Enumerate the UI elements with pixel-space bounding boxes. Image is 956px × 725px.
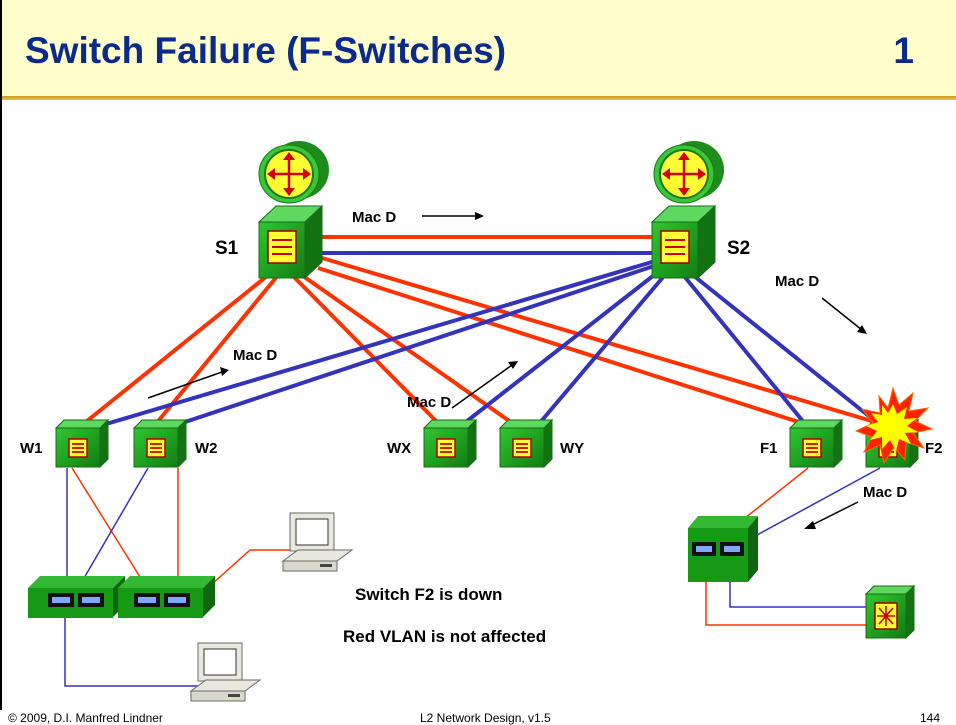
arrow-center: [451, 364, 513, 409]
footer-copyright: © 2009, D.I. Manfred Lindner: [8, 711, 163, 725]
note-switch-down: Switch F2 is down: [355, 585, 502, 604]
slide-page-number: 1: [893, 30, 914, 71]
hub-1-icon: [28, 576, 125, 618]
blue-link-f2-hub3: [756, 467, 881, 536]
network-diagram: S1 S2 W1 W2 WX WY F1 F2 Mac D Mac D Mac …: [20, 141, 943, 702]
slide-footer: © 2009, D.I. Manfred Lindner L2 Network …: [0, 706, 956, 725]
direction-arrows: [147, 212, 867, 529]
arrow-top-head: [475, 212, 484, 220]
arrow-center-head: [508, 361, 518, 369]
blue-link-w2-hub1: [79, 467, 149, 586]
footer-page-number: 144: [920, 711, 941, 725]
arrow-right-head: [857, 325, 867, 334]
footer-course: L2 Network Design, v1.5: [420, 711, 551, 725]
blue-link-s2-wy: [536, 274, 666, 427]
label-f2: F2: [925, 440, 943, 457]
mac-d-center: Mac D: [407, 394, 451, 411]
label-wx: WX: [387, 440, 411, 457]
label-s1: S1: [215, 238, 239, 259]
failure-burst-core: [866, 404, 918, 451]
label-w2: W2: [195, 440, 218, 457]
pc-1-icon: [281, 512, 354, 572]
mac-d-top: Mac D: [352, 209, 396, 226]
slide-header: Switch Failure (F-Switches) 1: [0, 0, 956, 96]
blue-link-s2-w2: [169, 264, 655, 429]
router-s1-icon: [258, 141, 329, 204]
access-switch-w2-icon: [132, 418, 188, 469]
arrow-bottom-right: [809, 501, 859, 527]
label-wy: WY: [560, 440, 584, 457]
mac-d-bottom-right: Mac D: [863, 484, 907, 501]
arrow-bottom-right-head: [804, 521, 816, 529]
blue-link-s2-f2: [692, 274, 882, 427]
red-link-s1-f2: [321, 256, 886, 427]
hub-2-icon: [118, 576, 215, 618]
red-link-s1-w2: [153, 272, 281, 427]
router-s2-icon: [653, 141, 724, 204]
blue-link-s2-w1: [95, 260, 653, 429]
access-switch-f1-icon: [788, 418, 844, 469]
header-rule: [0, 96, 956, 100]
red-link-w1-hub2: [71, 467, 146, 586]
access-switch-wy-icon: [498, 418, 554, 469]
core-switch-s2-icon: [650, 204, 717, 280]
red-link-s1-wy: [301, 274, 517, 427]
red-link-f1-hub3: [739, 467, 809, 523]
access-switch-wx-icon: [422, 418, 478, 469]
core-switch-s1-icon: [257, 204, 324, 280]
blue-vlan-links: [95, 251, 882, 429]
red-link-s1-wx: [291, 274, 442, 427]
blue-link-s2-f1: [682, 274, 808, 427]
left-border: [0, 0, 2, 710]
arrow-right: [821, 297, 863, 331]
arrow-left-head: [220, 367, 229, 376]
label-w1: W1: [20, 440, 43, 457]
access-switch-w1-icon: [54, 418, 110, 469]
mac-d-right: Mac D: [775, 273, 819, 290]
arrow-left: [147, 371, 223, 399]
slide-title: Switch Failure (F-Switches): [25, 30, 507, 71]
hub-3-icon: [688, 516, 758, 582]
red-link-s1-w1: [80, 270, 274, 427]
blue-link-hub1-pc2: [64, 618, 200, 687]
blue-link-s2-wx: [460, 270, 660, 427]
label-f1: F1: [760, 440, 778, 457]
server-icon: [864, 584, 916, 640]
mac-d-left: Mac D: [233, 347, 277, 364]
pc-2-icon: [189, 642, 262, 702]
note-red-vlan: Red VLAN is not affected: [343, 627, 546, 646]
label-s2: S2: [727, 238, 750, 259]
